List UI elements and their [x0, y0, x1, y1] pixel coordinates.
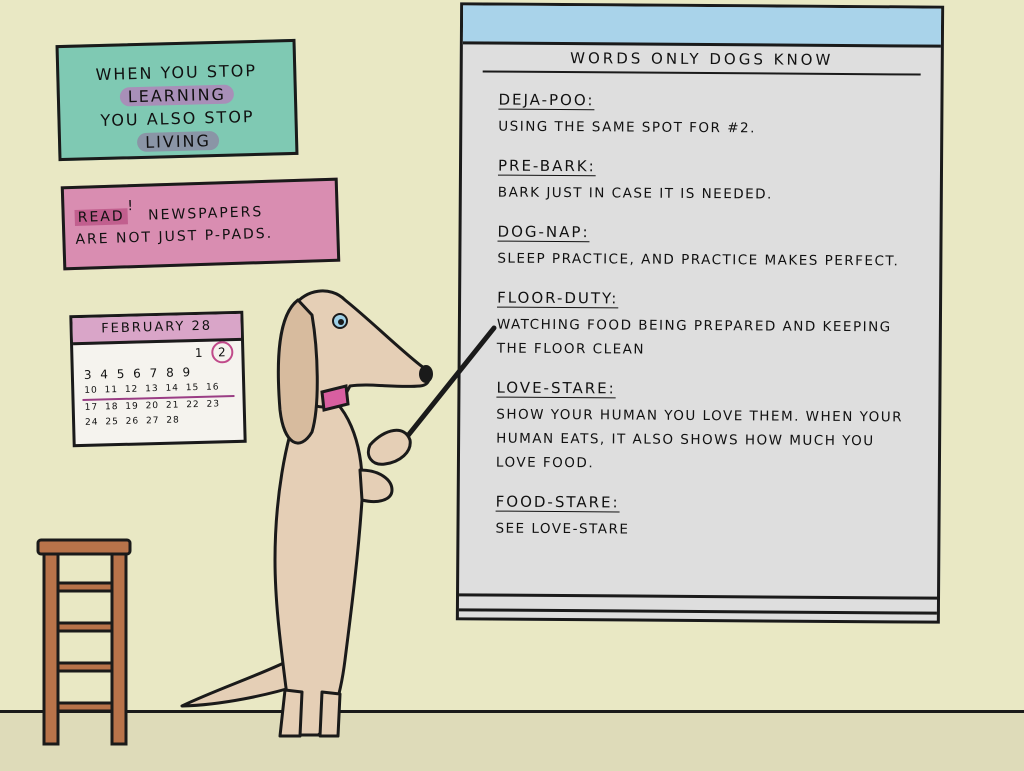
dog-nose: [419, 365, 433, 383]
dachshund: [180, 289, 431, 738]
pointer-stick: [395, 325, 497, 451]
floor: [0, 710, 1024, 771]
collar: [320, 384, 350, 412]
stool: [36, 538, 132, 746]
